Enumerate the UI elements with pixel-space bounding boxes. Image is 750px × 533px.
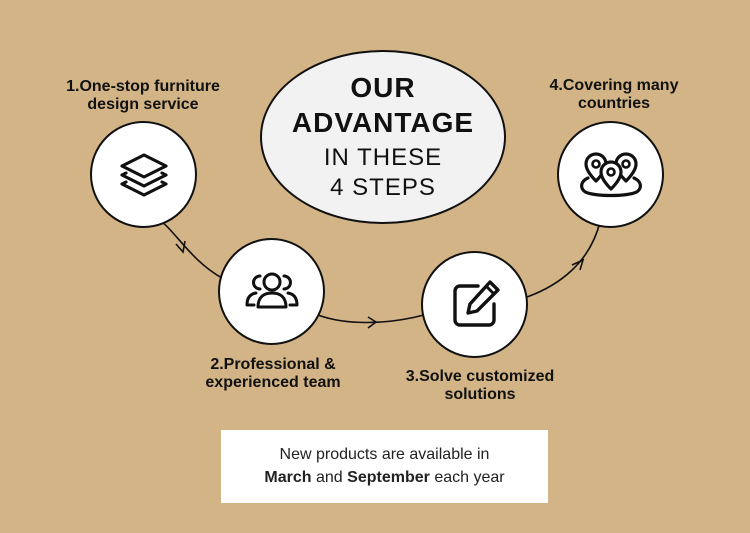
map-pins-icon <box>579 151 642 197</box>
step-3-label: 3.Solve customized solutions <box>390 368 570 404</box>
step-1-label-line2: design service <box>87 96 199 113</box>
step-3-label-line1: 3.Solve customized <box>405 368 555 385</box>
step-1-circle <box>90 121 197 228</box>
note-line-2: March and September each year <box>221 469 548 487</box>
step-2-label-line2: experienced team <box>205 374 341 391</box>
availability-note: New products are available in March and … <box>221 430 548 503</box>
arrow-3 <box>571 258 585 271</box>
note-line-1: New products are available in <box>279 446 490 463</box>
edit-icon <box>452 279 500 327</box>
step-1-label: 1.One-stop furniture design service <box>55 78 231 114</box>
step-4-circle <box>557 121 664 228</box>
layers-icon <box>119 152 168 197</box>
title-line-our: OUR <box>350 72 416 103</box>
note-and: and <box>316 469 343 486</box>
step-1-label-line1: 1.One-stop furniture <box>66 78 220 95</box>
arrow-2 <box>367 316 378 329</box>
team-icon <box>245 272 298 308</box>
note-month-september: September <box>347 469 430 486</box>
title-line-steps: 4 STEPS <box>330 174 436 201</box>
step-2-circle <box>218 238 325 345</box>
note-suffix: each year <box>434 469 505 486</box>
arrow-1 <box>175 240 186 254</box>
step-2-label-line1: 2.Professional & <box>210 356 336 373</box>
step-4-label-line1: 4.Covering many <box>549 77 679 94</box>
step-3-label-line2: solutions <box>444 386 516 403</box>
title-line-in-these: IN THESE <box>323 144 443 171</box>
note-month-march: March <box>264 469 312 486</box>
step-3-circle <box>421 251 528 358</box>
step-4-label: 4.Covering many countries <box>530 77 698 113</box>
title-line-advantage: ADVANTAGE <box>291 107 475 138</box>
step-4-label-line2: countries <box>577 95 650 112</box>
step-2-label: 2.Professional & experienced team <box>185 356 361 392</box>
title-ellipse: OUR ADVANTAGE IN THESE 4 STEPS <box>260 50 506 224</box>
